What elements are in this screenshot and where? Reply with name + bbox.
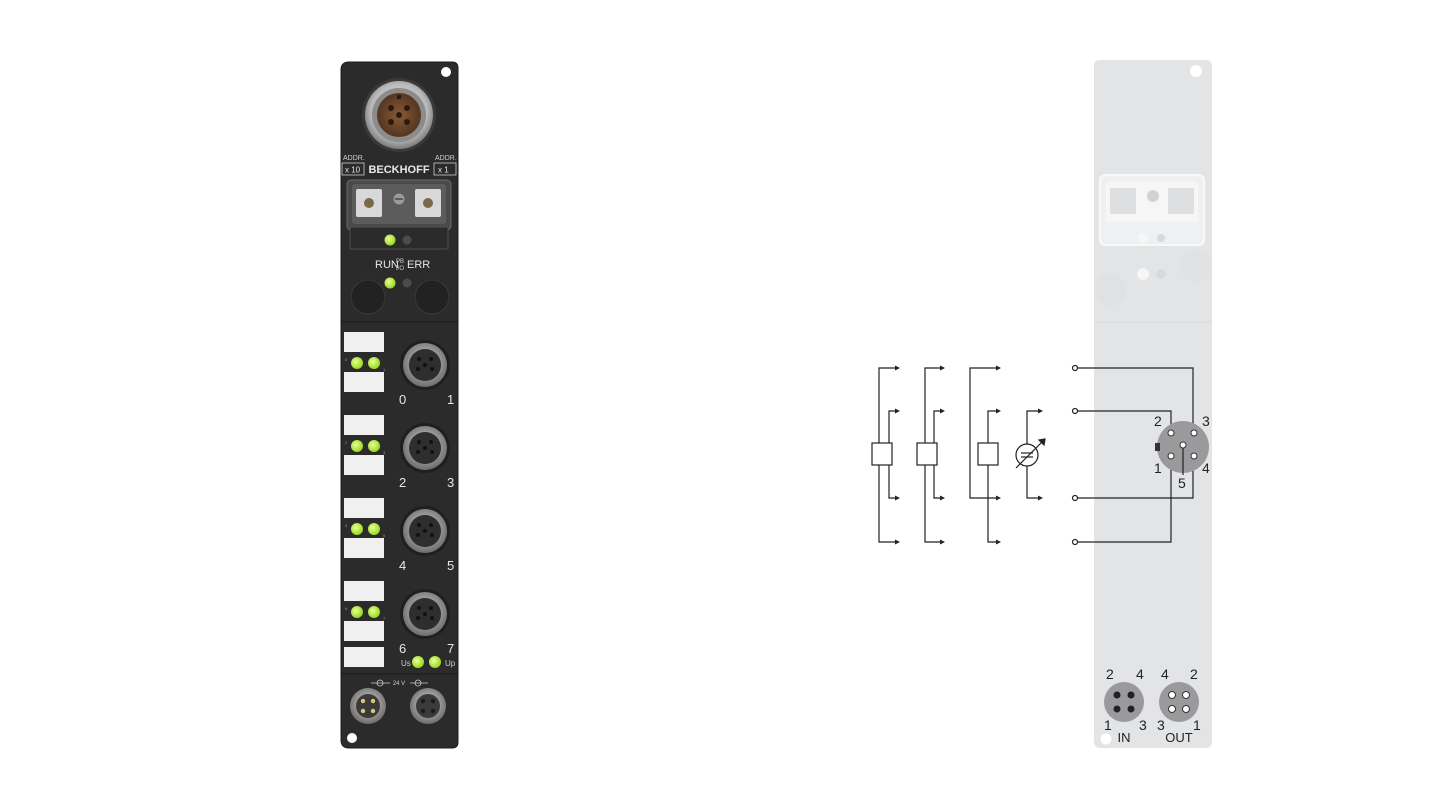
ethercat-connector[interactable]	[362, 78, 436, 152]
led-err	[402, 278, 412, 288]
label-strip	[344, 332, 384, 352]
power-out-pinout	[1159, 682, 1199, 722]
mounting-hole-bottom	[347, 733, 357, 743]
port-label-left: 2	[399, 475, 406, 490]
blanking-plug-right	[414, 279, 450, 315]
io-port-row: 0 1 0 1	[344, 332, 454, 407]
power-out-pin-4: 4	[1161, 666, 1169, 682]
io-connector[interactable]	[400, 423, 450, 473]
address-window	[346, 179, 452, 250]
analog-sensor-symbol	[1015, 438, 1046, 469]
label-strip	[344, 621, 384, 641]
power-out-pin-2: 2	[1190, 666, 1198, 682]
power-section: 24 V	[341, 673, 458, 724]
label-strip	[344, 581, 384, 601]
io-port-rows: 0 1 0 1 2 3 2 3 4 5 4 5 6 7 6 7	[344, 332, 454, 656]
io-connector[interactable]	[400, 506, 450, 556]
led-channel-4	[351, 523, 363, 535]
addr-left-title: ADDR.	[343, 155, 365, 162]
pin-label-2: 2	[1154, 413, 1162, 429]
sensor-symbol-3wire	[916, 442, 938, 466]
led-channel-mark: 0	[345, 357, 348, 362]
port-label-right: 7	[447, 641, 454, 656]
power-in-pin-2: 2	[1106, 666, 1114, 682]
addr-right-title: ADDR.	[435, 155, 457, 162]
power-up-label: Up	[445, 659, 456, 668]
led-channel-mark: 2	[345, 440, 348, 445]
panel-hole-top	[1190, 65, 1202, 77]
pin-label-4: 4	[1202, 460, 1210, 476]
sensor-symbol-4wire	[977, 442, 999, 466]
sensor-symbol-2wire	[871, 442, 893, 466]
power-out-pin-3: 3	[1157, 717, 1165, 733]
terminal-points	[1071, 364, 1079, 546]
blanking-plug-left	[350, 279, 386, 315]
io-connector[interactable]	[400, 340, 450, 390]
port-label-right: 1	[447, 392, 454, 407]
io-port-row: 6 7 6 7	[344, 581, 454, 656]
label-strip	[344, 498, 384, 518]
led-us	[412, 656, 424, 668]
power-us-label: Us	[401, 659, 411, 668]
pinout-panel	[1094, 60, 1212, 748]
power-in-pin-1: 1	[1104, 717, 1112, 733]
io-port-row: 2 3 2 3	[344, 415, 454, 490]
led-channel-mark: 4	[345, 523, 348, 528]
led-up	[429, 656, 441, 668]
power-out-connector[interactable]	[410, 688, 446, 724]
label-strip	[344, 415, 384, 435]
power-out-pin-1: 1	[1193, 717, 1201, 733]
led-channel-7	[368, 606, 380, 618]
panel-hole-bottom	[1100, 733, 1112, 745]
power-in-pin-4: 4	[1136, 666, 1144, 682]
port-label-left: 4	[399, 558, 406, 573]
led-channel-0	[351, 357, 363, 369]
led-channel-mark: 3	[383, 450, 386, 455]
pin-label-1: 1	[1154, 460, 1162, 476]
addr-left-value: x 10	[345, 166, 361, 175]
power-in-connector[interactable]	[350, 688, 386, 724]
label-strip	[344, 538, 384, 558]
status-err-label: ERR	[407, 259, 430, 271]
label-strip	[344, 372, 384, 392]
brand-logo: BECKHOFF	[368, 164, 429, 176]
io-module: ADDR. x 10 BECKHOFF ADDR. x 1 RUN PB I/O…	[340, 61, 459, 749]
pin-label-5: 5	[1178, 475, 1186, 491]
panel-silhouette	[1094, 60, 1212, 748]
led-channel-mark: 1	[383, 367, 386, 372]
port-label-left: 6	[399, 641, 406, 656]
port-label-right: 5	[447, 558, 454, 573]
io-port-row: 4 5 4 5	[344, 498, 454, 573]
led-channel-mark: 5	[383, 533, 386, 538]
led-channel-3	[368, 440, 380, 452]
io-connector[interactable]	[400, 589, 450, 639]
addr-right-value: x 1	[438, 166, 449, 175]
led-channel-6	[351, 606, 363, 618]
led-channel-mark: 7	[383, 616, 386, 621]
led-channel-mark: 6	[345, 606, 348, 611]
pin-label-3: 3	[1202, 413, 1210, 429]
port-label-right: 3	[447, 475, 454, 490]
power-in-pin-3: 3	[1139, 717, 1147, 733]
led-channel-1	[368, 357, 380, 369]
power-in-label: IN	[1118, 730, 1131, 745]
led-channel-2	[351, 440, 363, 452]
power-out-label: OUT	[1165, 730, 1193, 745]
m12-pinout-connector	[1155, 421, 1209, 475]
power-voltage-label: 24 V	[393, 681, 405, 687]
led-link-2	[402, 235, 412, 245]
status-run-label: RUN	[375, 259, 399, 271]
label-strip-power	[344, 647, 384, 667]
power-in-pinout	[1104, 682, 1144, 722]
port-label-left: 0	[399, 392, 406, 407]
led-channel-5	[368, 523, 380, 535]
led-run	[384, 277, 396, 289]
status-io-label: I/O	[396, 266, 404, 272]
label-strip	[344, 455, 384, 475]
status-pb-label: PB	[396, 259, 404, 265]
schematic-arrows	[895, 365, 1043, 545]
mounting-hole-top	[441, 67, 451, 77]
led-link-1	[384, 234, 396, 246]
